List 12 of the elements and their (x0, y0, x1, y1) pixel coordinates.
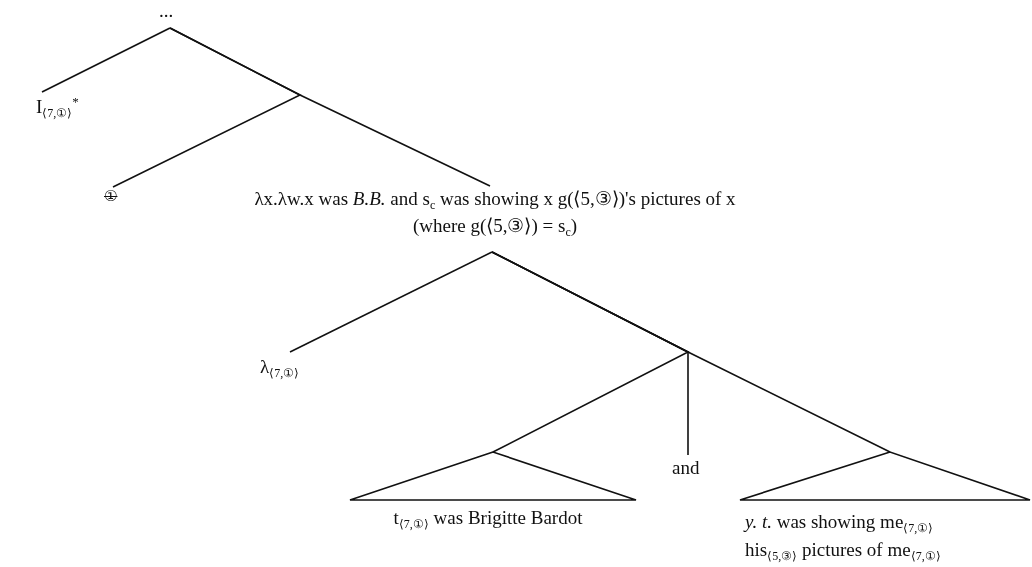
tree-branch (289, 251, 493, 353)
tree-branch (169, 27, 491, 187)
tree-label: λ$_{⟨7,①⟩}$ (260, 356, 300, 379)
tree-label: t$_{⟨7,①⟩}$ was Brigitte Bardot (392, 507, 584, 530)
tree-label: ① (104, 187, 118, 205)
tree-label: ... (159, 0, 174, 23)
tree-label: y. t. was showing me$_{⟨7,①⟩}$ his$_{⟨5,③⟩}$ pictures of me$_{⟨7,①⟩}$ (745, 510, 942, 564)
tree-label: λx.λw.x was B.B. and s$_{c}$ was showing x g(⟨5,③⟩)'s pictures of x (253, 188, 737, 211)
tree-branch (491, 251, 891, 453)
tree-note: (where g(⟨5,③⟩) = s$_{c}$) (411, 215, 579, 238)
tree-label: and (672, 457, 700, 480)
tree-branch (41, 27, 171, 93)
